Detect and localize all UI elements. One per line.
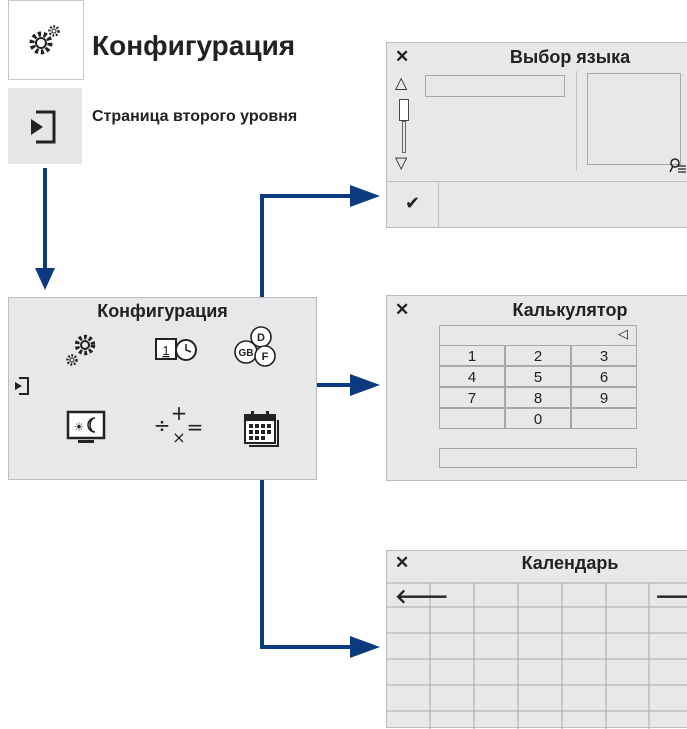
svg-text:D: D: [257, 332, 265, 344]
calculator-display: ◁: [439, 325, 637, 346]
configuration-menu: Конфигурация 1 GB D F ☀ ÷ +: [8, 297, 317, 480]
svg-text:☀: ☀: [74, 420, 85, 434]
scrollbar-track: [402, 121, 406, 153]
scroll-up-icon[interactable]: △: [395, 73, 408, 92]
close-icon[interactable]: ✕: [395, 47, 410, 66]
key[interactable]: 3: [571, 345, 637, 366]
next-month-icon[interactable]: 🡒: [655, 584, 687, 608]
key[interactable]: 5: [505, 366, 571, 387]
panel-footer: [387, 181, 687, 182]
page-title: Конфигурация: [92, 30, 296, 61]
enter-tile[interactable]: [8, 88, 82, 164]
calendar-grid: [387, 582, 687, 729]
calculator-result: [439, 448, 637, 468]
calculator-title: Калькулятор: [512, 300, 628, 320]
scrollbar[interactable]: [399, 99, 409, 121]
settings-tile[interactable]: [8, 0, 84, 80]
svg-text:÷: ÷: [154, 413, 171, 437]
enter-icon[interactable]: [13, 376, 31, 396]
gears-icon: [29, 25, 60, 55]
date-time-icon[interactable]: 1: [153, 336, 203, 362]
language-icon[interactable]: GB D F: [231, 322, 281, 370]
key[interactable]: [439, 408, 505, 429]
enter-icon: [31, 110, 56, 144]
keypad: 1 2 3 4 5 6 7 8 9 0: [439, 345, 637, 429]
divider: [576, 71, 577, 171]
calendar-icon[interactable]: [241, 410, 281, 448]
calendar-panel: ✕ Календарь 🡐 🡒: [386, 550, 687, 729]
language-title: Выбор языка: [509, 47, 631, 67]
calculator-panel: ✕ Калькулятор ◁ 1 2 3 4 5 6 7 8 9 0: [386, 295, 687, 481]
svg-text:×: ×: [172, 428, 185, 447]
language-input[interactable]: [425, 75, 565, 97]
prev-month-icon[interactable]: 🡐: [395, 584, 449, 608]
calculator-icon[interactable]: ÷ + × =: [154, 401, 207, 448]
svg-text:=: =: [187, 415, 204, 439]
flag-preview: [587, 73, 681, 165]
menu-title: Конфигурация: [97, 301, 228, 321]
calendar-title: Календарь: [521, 553, 619, 573]
svg-text:GB: GB: [239, 348, 254, 359]
svg-text:F: F: [262, 351, 269, 363]
key[interactable]: 0: [505, 408, 571, 429]
key[interactable]: [571, 408, 637, 429]
close-icon[interactable]: ✕: [395, 553, 410, 572]
key[interactable]: 7: [439, 387, 505, 408]
key[interactable]: 8: [505, 387, 571, 408]
close-icon[interactable]: ✕: [395, 300, 410, 319]
backspace-icon[interactable]: ◁: [618, 327, 628, 342]
scroll-down-icon[interactable]: ▽: [395, 153, 408, 172]
language-panel: ✕ Выбор языка △ ▽ ✔: [386, 42, 687, 228]
confirm-icon[interactable]: ✔: [405, 193, 421, 214]
svg-text:+: +: [171, 401, 188, 425]
key[interactable]: 4: [439, 366, 505, 387]
search-list-icon[interactable]: [669, 157, 687, 175]
svg-text:1: 1: [162, 343, 169, 358]
key[interactable]: 6: [571, 366, 637, 387]
key[interactable]: 9: [571, 387, 637, 408]
display-mode-icon[interactable]: ☀: [65, 410, 109, 446]
footer-divider: [438, 182, 439, 228]
settings-icon[interactable]: [63, 332, 103, 368]
key[interactable]: 1: [439, 345, 505, 366]
key[interactable]: 2: [505, 345, 571, 366]
subpage-label: Страница второго уровня: [92, 108, 298, 125]
